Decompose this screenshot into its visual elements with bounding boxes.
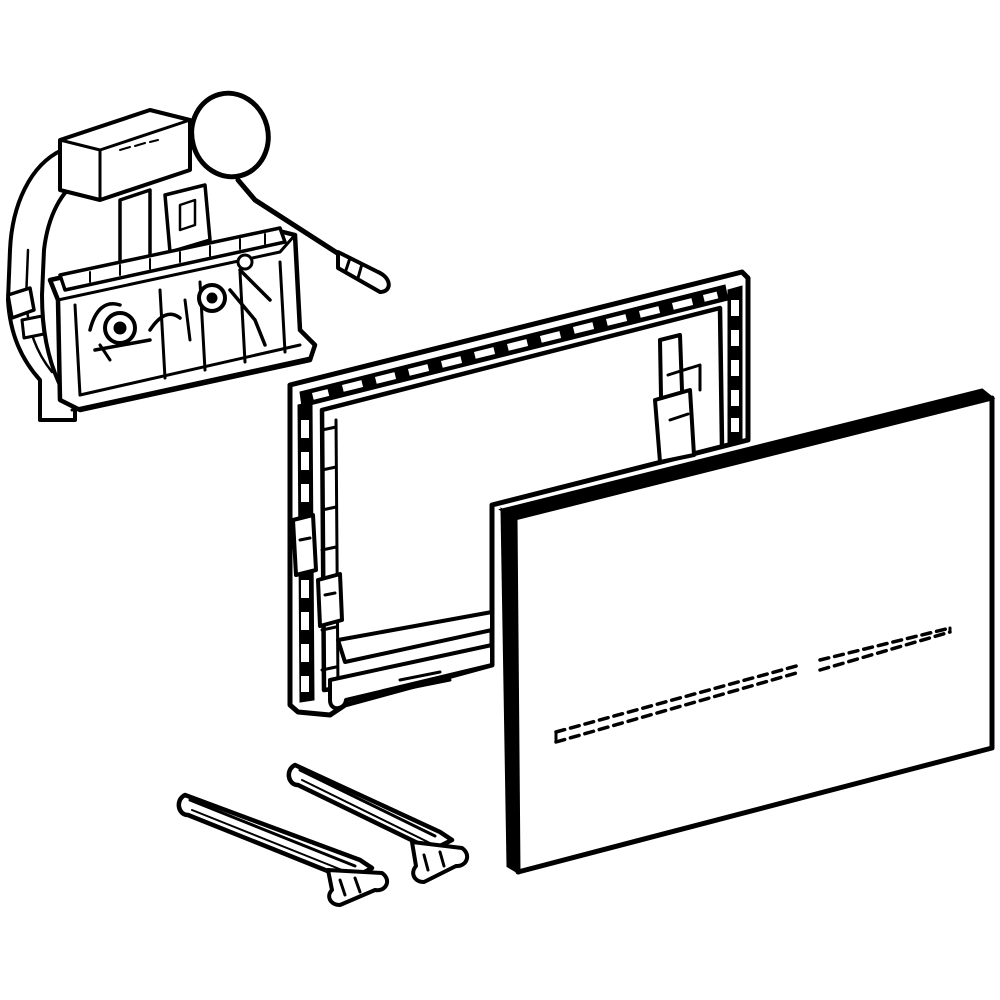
pull-ring-icon (189, 90, 391, 294)
cover-plate-icon (498, 388, 996, 875)
spacer-rod-left (176, 792, 390, 907)
actuator-mechanism-icon (6, 108, 318, 422)
spacer-rod-right (286, 762, 470, 884)
mounting-frame-icon (287, 269, 751, 718)
